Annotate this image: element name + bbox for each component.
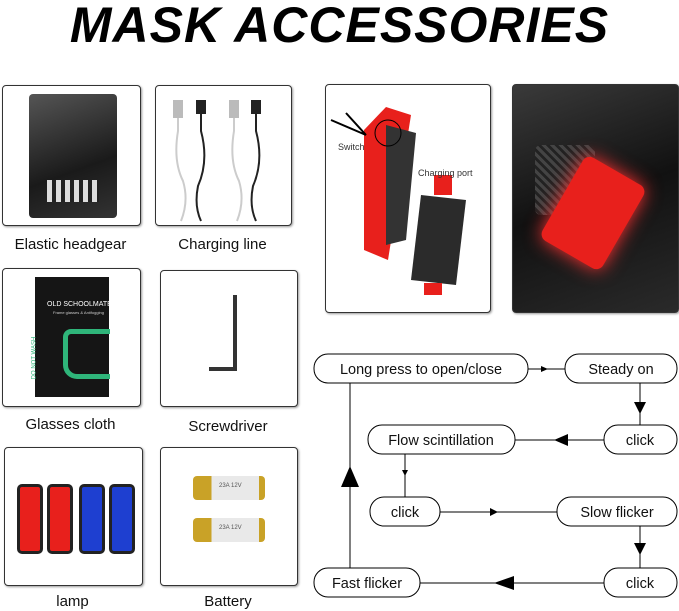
package-brand: OLD SCHOOLMATE	[47, 301, 112, 308]
cable-icon	[173, 100, 261, 222]
node-slow-flicker	[556, 496, 678, 527]
elastic-headgear-label: Elastic headgear	[14, 236, 127, 253]
package-subtitle: Frame glasses & Antifogging	[53, 310, 104, 315]
label-long-press: Long press to open/close	[340, 362, 502, 378]
red-lamp	[17, 484, 43, 554]
page-title: MASK ACCESSORIES	[69, 0, 610, 53]
glasses-cloth-photo: OLD SCHOOLMATE Frame glasses & Antifoggi…	[2, 268, 141, 407]
lamp-illustration	[330, 107, 466, 295]
hex-key-short	[209, 367, 237, 371]
label-flow-scintillation: Flow scintillation	[388, 433, 494, 449]
node-flow-scintillation	[367, 424, 516, 455]
glasses-graphic	[63, 329, 110, 379]
blue-lamp	[79, 484, 105, 554]
battery-text: 23A 12V	[219, 483, 242, 489]
lamp-detail-photo: Switch Charging port	[325, 84, 491, 313]
charging-line-label: Charging line	[178, 236, 267, 253]
node-long-press	[313, 353, 529, 384]
battery-label: Battery	[204, 593, 252, 610]
label-slow-flicker: Slow flicker	[580, 505, 653, 521]
hex-key-long	[233, 295, 237, 369]
mounted-lamp-photo	[512, 84, 679, 313]
charging-line-photo	[155, 85, 292, 226]
node-click-1	[603, 424, 678, 455]
blue-lamp	[109, 484, 135, 554]
charging-port-callout: Charging port	[418, 168, 473, 178]
node-fast-flicker	[313, 567, 421, 598]
node-steady-on	[564, 353, 678, 384]
node-click-2	[369, 496, 441, 527]
battery: 23A 12V	[193, 518, 265, 542]
lamp-label: lamp	[56, 593, 89, 610]
red-lamp	[47, 484, 73, 554]
battery-text: 23A 12V	[219, 525, 242, 531]
screwdriver-photo	[160, 270, 298, 407]
battery: 23A 12V	[193, 476, 265, 500]
label-steady-on: Steady on	[588, 362, 653, 378]
label-click-3: click	[626, 576, 655, 592]
glasses-cloth-label: Glasses cloth	[25, 416, 116, 433]
screwdriver-label: Screwdriver	[188, 418, 268, 435]
battery-photo: 23A 12V 23A 12V	[160, 447, 298, 586]
label-click-1: click	[626, 433, 655, 449]
node-click-3	[603, 567, 678, 598]
label-click-2: click	[391, 505, 420, 521]
label-fast-flicker: Fast flicker	[332, 576, 402, 592]
cloth-package: OLD SCHOOLMATE Frame glasses & Antifoggi…	[31, 277, 112, 397]
lamp-photo	[4, 447, 143, 586]
headgear-icons	[47, 180, 99, 202]
switch-callout: Switch	[338, 142, 365, 152]
elastic-headgear-photo	[2, 85, 141, 226]
